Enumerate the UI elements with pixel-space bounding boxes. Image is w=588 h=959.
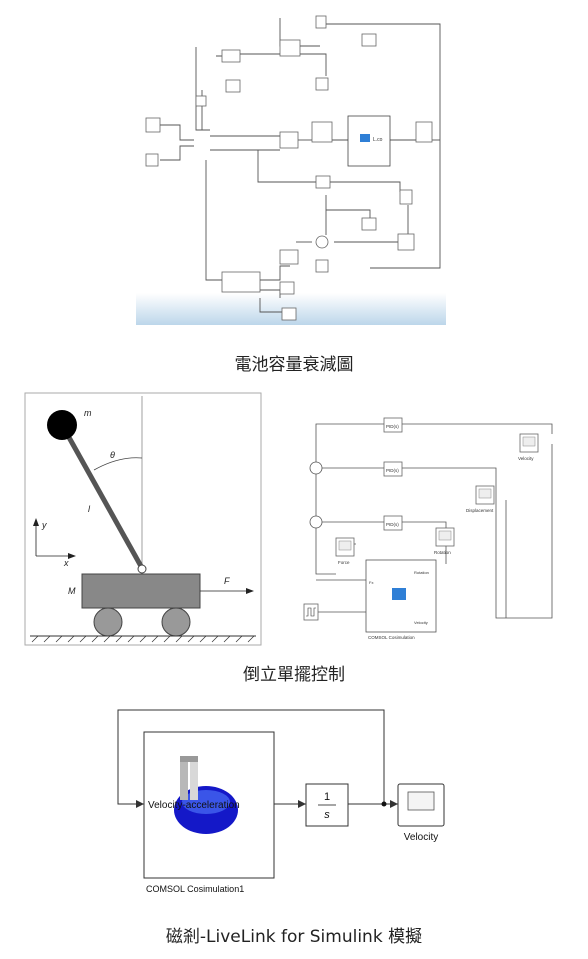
pendulum-rod	[63, 430, 145, 570]
pid-block-1: PID(s)	[383, 417, 403, 433]
mass-label: m	[84, 408, 92, 418]
cosim-block: Velocity-acceleration COMSOL Cosimulatio…	[143, 731, 275, 894]
battery-fade-diagram: L.co	[130, 10, 450, 330]
svg-text:Rotation: Rotation	[414, 570, 429, 575]
cosim-output-label: Velocity-acceleration	[148, 800, 240, 811]
magnetic-brake-model: Velocity-acceleration COMSOL Cosimulatio…	[108, 704, 472, 900]
arrow-into-scope	[390, 800, 398, 808]
svg-text:COMSOL Cosimulation: COMSOL Cosimulation	[368, 635, 415, 640]
cosim-block-name: COMSOL Cosimulation1	[146, 884, 244, 894]
signal-lines	[160, 18, 441, 313]
x-axis-label: x	[63, 558, 69, 568]
svg-text:Velocity: Velocity	[414, 620, 428, 625]
cart-label: M	[68, 586, 76, 596]
pendulum-mass	[47, 410, 77, 440]
svg-text:Displacement: Displacement	[466, 508, 494, 513]
figure2-caption: 倒立單擺控制	[243, 665, 345, 685]
y-axis-label: y	[41, 520, 47, 530]
integrator-numerator: 1	[324, 791, 330, 803]
ground-hatching	[31, 635, 255, 643]
control-signal-lines	[315, 423, 553, 619]
svg-text:Force: Force	[338, 560, 350, 565]
wheel-left	[93, 607, 123, 637]
force-arrowhead	[246, 588, 254, 594]
velocity-scope: Velocity	[397, 783, 445, 843]
sum-block-1	[309, 461, 323, 475]
svg-text:Rotation: Rotation	[434, 550, 451, 555]
sum-block-2	[309, 515, 323, 529]
arrow-into-integrator	[298, 800, 306, 808]
svg-text:PID(s): PID(s)	[386, 522, 399, 527]
integrator-block: 1 s	[305, 783, 349, 827]
angle-arc	[93, 457, 143, 471]
pulse-source	[303, 603, 319, 621]
svg-text:Velocity: Velocity	[518, 456, 534, 461]
branch-point	[381, 801, 387, 807]
cosim-label: L.co	[373, 137, 383, 143]
pid-block-3: PID(s)	[383, 515, 403, 531]
sum-block	[315, 235, 329, 249]
cosim-block: Rotation Velocity Fx COMSOL Cosimulation	[365, 559, 437, 640]
figure3-caption: 磁剎-LiveLink for Simulink 模擬	[165, 927, 423, 947]
svg-text:PID(s): PID(s)	[386, 424, 399, 429]
angle-label: θ	[110, 450, 115, 460]
velocity-scope: Velocity	[518, 433, 539, 461]
svg-text:Fx: Fx	[369, 580, 373, 585]
cart-body	[81, 573, 201, 609]
integrator-denominator: s	[324, 809, 330, 821]
figure1-caption: 電池容量衰減圖	[234, 355, 354, 375]
force-scope: Force	[335, 537, 355, 565]
x-arrowhead	[68, 553, 76, 559]
pid-block-2: PID(s)	[383, 461, 403, 477]
blocks	[145, 15, 433, 321]
y-arrowhead	[33, 518, 39, 526]
cosim-logo	[360, 134, 370, 142]
displacement-scope: Displacement	[466, 485, 495, 513]
scope-label: Velocity	[404, 832, 438, 843]
wheel-right	[161, 607, 191, 637]
rotation-scope: Rotation	[434, 527, 455, 555]
length-label: l	[88, 504, 91, 514]
force-label: F	[224, 576, 230, 586]
inverted-pendulum-sketch: m θ l y x M F	[24, 392, 262, 646]
pivot	[137, 564, 147, 574]
svg-text:PID(s): PID(s)	[386, 468, 399, 473]
arrow-into-cosim	[136, 800, 144, 808]
pendulum-control-model: PID(s) PID(s) PID(s) Velocity Displaceme…	[296, 404, 560, 644]
